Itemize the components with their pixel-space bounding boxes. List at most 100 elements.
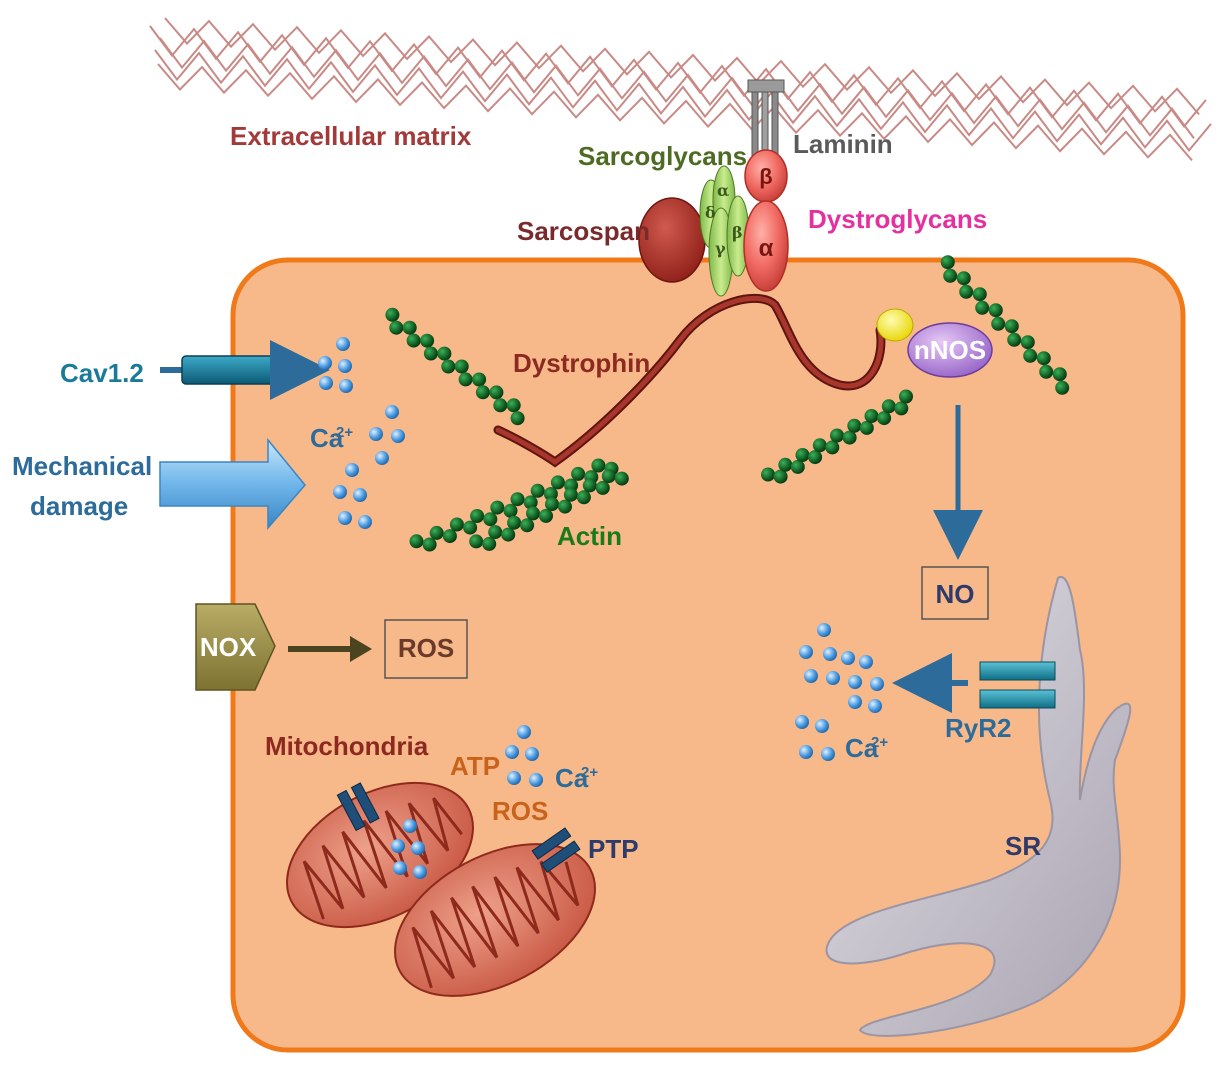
actin-bead (864, 409, 879, 423)
actin-bead (441, 359, 456, 374)
matrix-strand (164, 17, 1200, 116)
actin-bead (454, 359, 469, 374)
no-label: NO (936, 579, 975, 609)
actin-bead (493, 398, 508, 413)
actin-bead (591, 458, 606, 473)
matrix-strand (149, 25, 1207, 129)
ptp-channel-1 (336, 782, 380, 832)
nox-label: NOX (200, 632, 257, 662)
actin-bead (877, 411, 892, 426)
actin-bead (842, 430, 857, 445)
actin-label: Actin (557, 521, 622, 551)
calcium-ion (403, 819, 417, 833)
actin-bead (523, 495, 538, 510)
nnos-enzyme (907, 322, 993, 378)
ca-label-mito: Ca 2+ (555, 763, 598, 793)
calcium-ion (391, 429, 405, 443)
actin-bead (1052, 367, 1067, 382)
calcium-ion (529, 773, 543, 787)
atp-label: ATP (450, 751, 500, 781)
actin-bead (483, 512, 498, 527)
actin-bead (1004, 319, 1019, 334)
sarcoglycan-alpha-label: α (717, 181, 729, 200)
actin-bead (442, 529, 457, 544)
actin-bead (959, 284, 974, 299)
actin-bead (582, 478, 597, 493)
ca-label-text: Ca (310, 423, 344, 453)
calcium-ion (821, 747, 835, 761)
ca-label-text: Ca (555, 763, 589, 793)
actin-bead (571, 466, 586, 481)
cav12-channel (160, 340, 330, 400)
actin-bead (488, 525, 503, 540)
actin-bead (988, 303, 1003, 318)
extracellular-matrix-strands (149, 17, 1212, 162)
actin-bead (469, 534, 484, 549)
actin-bead (475, 385, 490, 400)
actin-bead (761, 467, 775, 482)
ptp-label: PTP (588, 834, 639, 864)
sarcoglycans-complex: δ α γ β (699, 165, 750, 297)
ros-box (384, 619, 468, 679)
calcium-ion (333, 485, 347, 499)
actin-bead (470, 509, 485, 523)
actin-bead (881, 399, 896, 414)
calcium-ion (393, 861, 407, 875)
damage-label: damage (30, 491, 128, 521)
actin-bead (510, 492, 525, 507)
actin-bead (429, 525, 444, 540)
actin-bead (614, 471, 629, 486)
calcium-ion (868, 699, 882, 713)
ryr2-channel (979, 661, 1056, 709)
calcium-ion (413, 865, 427, 879)
calcium-ion (319, 376, 333, 390)
sarcoglycan-gamma-label: γ (715, 239, 726, 258)
laminin-rods (747, 79, 785, 159)
extracellular-matrix-label: Extracellular matrix (230, 121, 472, 151)
actin-bead (545, 497, 559, 512)
actin-bead (1023, 348, 1038, 363)
calcium-ion (385, 405, 399, 419)
actin-bead (472, 372, 487, 387)
actin-bead (795, 448, 810, 462)
calcium-ion (525, 747, 539, 761)
calcium-ion (870, 677, 884, 691)
actin-bead (825, 440, 840, 455)
calcium-ion (799, 745, 813, 759)
actin-bead (507, 515, 522, 530)
ca-charge-text: 2+ (871, 734, 888, 751)
actin-bead (422, 537, 437, 552)
actin-bead (458, 372, 473, 387)
calcium-ion (795, 715, 809, 729)
calcium-ion (848, 675, 862, 689)
actin-bead (490, 500, 505, 515)
actin-bead (991, 316, 1006, 331)
nnos-anchor (876, 308, 914, 342)
calcium-ions (318, 337, 884, 879)
actin-bead (940, 255, 955, 270)
nox-enzyme (195, 603, 276, 691)
calcium-ion (358, 515, 372, 529)
calcium-ion (817, 623, 831, 637)
calcium-ion (517, 725, 531, 739)
mechanical-damage-arrow (159, 437, 306, 531)
actin-bead (389, 320, 404, 335)
ryr2-label: RyR2 (945, 713, 1011, 743)
actin-filaments (385, 255, 1070, 552)
mito-ros-label: ROS (492, 796, 548, 826)
alpha-dystroglycan (743, 200, 789, 292)
ros-label: ROS (398, 633, 454, 663)
actin-bead (1020, 335, 1035, 350)
calcium-ion (339, 379, 353, 393)
mechanical-label: Mechanical (12, 451, 152, 481)
sarcoglycan-delta-label: δ (705, 203, 716, 222)
actin-bead (409, 534, 424, 549)
actin-bead (449, 517, 464, 532)
sarcoglycan-beta-label: β (732, 223, 743, 242)
actin-bead (1039, 364, 1054, 379)
actin-bead (539, 508, 553, 523)
mitochondrion-2 (394, 843, 596, 997)
actin-bead (576, 490, 591, 505)
actin-bead (526, 506, 540, 521)
